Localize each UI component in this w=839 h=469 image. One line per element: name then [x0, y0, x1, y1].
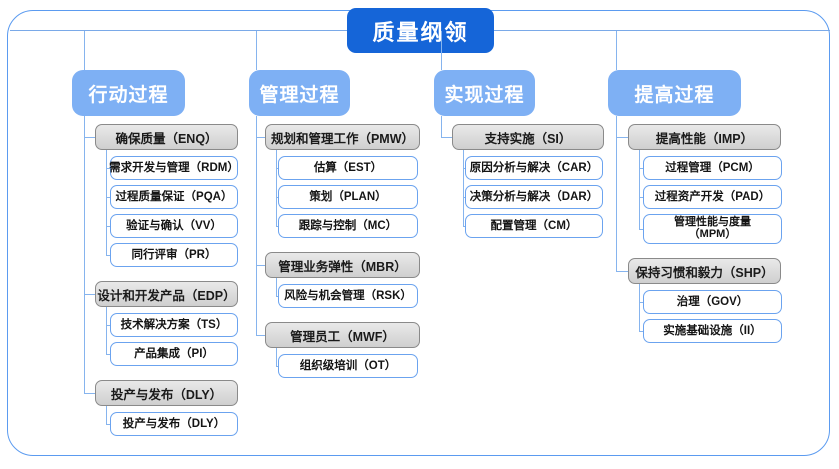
leaf-box-management-0-1[interactable]: 策划（PLAN） [278, 185, 418, 209]
connector-branch-to-leaf-action-0-3 [106, 255, 110, 257]
connector-column-trunk-implementation [441, 116, 443, 137]
leaf-box-action-0-2[interactable]: 验证与确认（VV） [110, 214, 238, 238]
connector-trunk-to-group-action-1 [84, 294, 95, 296]
connector-trunk-to-group-improvement-0 [616, 137, 628, 139]
column-header-implementation[interactable]: 实现过程 [434, 70, 535, 116]
connector-branch-to-leaf-improvement-1-1 [639, 331, 643, 333]
connector-group-branch-management-1 [276, 278, 278, 296]
group-box-improvement-0[interactable]: 提高性能（IMP） [628, 124, 781, 150]
connector-group-branch-action-1 [106, 307, 108, 354]
connector-branch-to-leaf-improvement-0-0 [639, 168, 643, 170]
connector-column-trunk-improvement [616, 116, 618, 271]
connector-trunk-to-group-implementation-0 [441, 137, 452, 139]
group-box-improvement-1[interactable]: 保持习惯和毅力（SHP） [628, 258, 781, 284]
connector-branch-to-leaf-improvement-0-1 [639, 197, 643, 199]
leaf-box-action-0-0[interactable]: 需求开发与管理（RDM） [109, 156, 239, 180]
leaf-box-improvement-0-1[interactable]: 过程资产开发（PAD） [643, 185, 782, 209]
connector-branch-to-leaf-management-0-2 [276, 226, 278, 228]
group-box-implementation-0[interactable]: 支持实施（SI） [452, 124, 604, 150]
connector-trunk-to-group-action-0 [84, 137, 95, 139]
leaf-box-action-0-1[interactable]: 过程质量保证（PQA） [110, 185, 238, 209]
leaf-box-implementation-0-1[interactable]: 决策分析与解决（DAR） [465, 185, 603, 209]
connector-branch-to-leaf-management-2-0 [276, 366, 278, 368]
connector-trunk-to-group-management-1 [256, 265, 265, 267]
group-box-action-1[interactable]: 设计和开发产品（EDP） [95, 281, 238, 307]
connector-column-trunk-management [256, 116, 258, 335]
connector-branch-to-leaf-action-1-1 [106, 354, 110, 356]
column-header-management[interactable]: 管理过程 [249, 70, 350, 116]
leaf-box-action-1-0[interactable]: 技术解决方案（TS） [110, 313, 238, 337]
connector-branch-to-leaf-action-1-0 [106, 325, 110, 327]
leaf-box-management-2-0[interactable]: 组织级培训（OT） [278, 354, 418, 378]
connector-spine-to-management [256, 31, 258, 70]
connector-spine-to-improvement [616, 31, 618, 70]
column-header-action[interactable]: 行动过程 [72, 70, 185, 116]
group-box-action-0[interactable]: 确保质量（ENQ） [95, 124, 238, 150]
leaf-box-improvement-0-2[interactable]: 管理性能与度量（MPM） [643, 214, 782, 244]
connector-spine-to-implementation [441, 31, 443, 70]
connector-branch-to-leaf-action-2-0 [106, 424, 110, 426]
connector-group-branch-improvement-0 [639, 150, 641, 229]
connector-trunk-to-group-management-0 [256, 137, 265, 139]
diagram-title: 质量纲领 [347, 8, 494, 53]
connector-trunk-to-group-improvement-1 [616, 271, 628, 273]
connector-branch-to-leaf-action-0-2 [106, 226, 110, 228]
connector-branch-to-leaf-improvement-0-2 [639, 229, 643, 231]
leaf-box-management-1-0[interactable]: 风险与机会管理（RSK） [278, 284, 418, 308]
connector-group-branch-improvement-1 [639, 284, 641, 331]
connector-group-branch-management-2 [276, 348, 278, 366]
leaf-box-action-0-3[interactable]: 同行评审（PR） [110, 243, 238, 267]
connector-trunk-to-group-action-2 [84, 393, 95, 395]
leaf-box-improvement-1-0[interactable]: 治理（GOV） [643, 290, 782, 314]
leaf-box-implementation-0-2[interactable]: 配置管理（CM） [465, 214, 603, 238]
leaf-box-action-2-0[interactable]: 投产与发布（DLY） [110, 412, 238, 436]
connector-trunk-to-group-management-2 [256, 335, 265, 337]
group-box-management-2[interactable]: 管理员工（MWF） [265, 322, 420, 348]
connector-group-branch-management-0 [276, 150, 278, 226]
leaf-box-implementation-0-0[interactable]: 原因分析与解决（CAR） [465, 156, 603, 180]
group-box-action-2[interactable]: 投产与发布（DLY） [95, 380, 238, 406]
leaf-box-management-0-2[interactable]: 跟踪与控制（MC） [278, 214, 418, 238]
connector-branch-to-leaf-improvement-1-0 [639, 302, 643, 304]
leaf-box-management-0-0[interactable]: 估算（EST） [278, 156, 418, 180]
group-box-management-0[interactable]: 规划和管理工作（PMW） [265, 124, 420, 150]
leaf-box-improvement-1-1[interactable]: 实施基础设施（II） [643, 319, 782, 343]
connector-branch-to-leaf-action-0-0 [106, 168, 110, 170]
connector-group-branch-action-2 [106, 406, 108, 424]
leaf-box-action-1-1[interactable]: 产品集成（PI） [110, 342, 238, 366]
connector-group-branch-implementation-0 [463, 150, 465, 226]
connector-column-trunk-action [84, 116, 86, 393]
connector-spine-to-action [84, 31, 86, 70]
connector-group-branch-action-0 [106, 150, 108, 255]
leaf-box-improvement-0-0[interactable]: 过程管理（PCM） [643, 156, 782, 180]
connector-branch-to-leaf-implementation-0-2 [463, 226, 465, 228]
connector-branch-to-leaf-management-1-0 [276, 296, 278, 298]
group-box-management-1[interactable]: 管理业务弹性（MBR） [265, 252, 420, 278]
connector-branch-to-leaf-action-0-1 [106, 197, 110, 199]
column-header-improvement[interactable]: 提高过程 [608, 70, 741, 116]
